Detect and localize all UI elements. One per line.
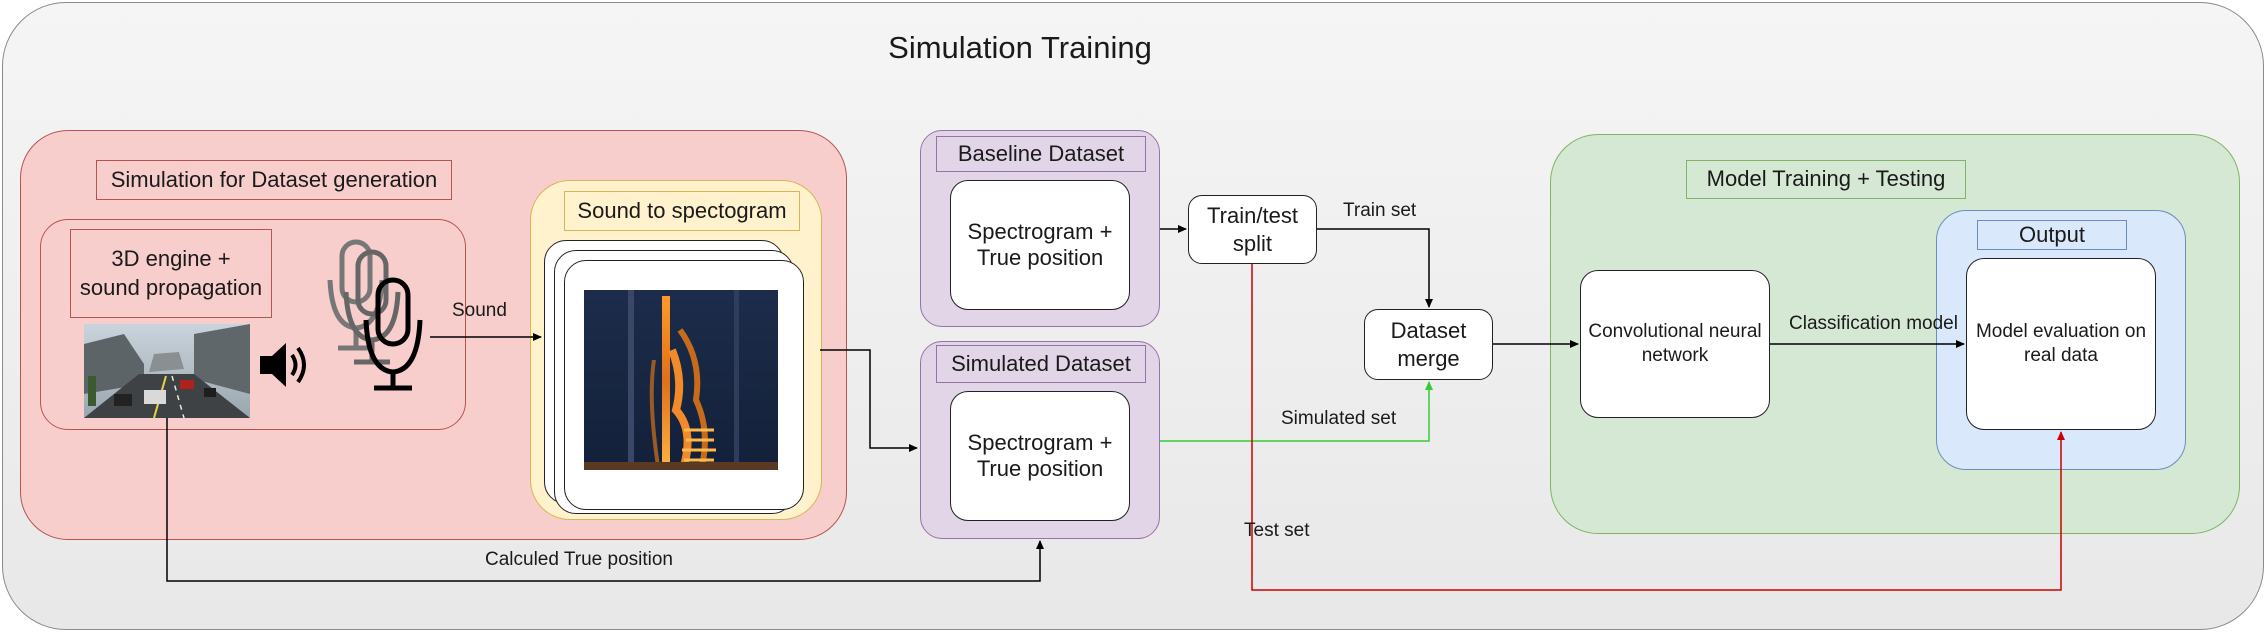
edge-simulated-set [1160, 381, 1433, 442]
edge-test-set [1251, 264, 2065, 591]
diagram-title: Simulation Training [888, 30, 1152, 65]
microphone-icon [327, 239, 423, 391]
speaker-icon [260, 343, 306, 387]
edge-spectrogram-to-simulated [820, 349, 918, 452]
cnn-node: Convolutional neural network [1580, 270, 1770, 418]
city-scene-image [84, 324, 250, 418]
simulated-set-edge-label: Simulated set [1281, 408, 1397, 429]
baseline-dataset-content: Spectrogram + True position [950, 180, 1130, 310]
edge-train-set [1317, 228, 1433, 308]
output-label: Output [1977, 220, 2127, 250]
calculed-true-position-edge-label: Calculed True position [485, 549, 673, 570]
test-set-edge-label: Test set [1244, 520, 1310, 541]
spectogram-panel-label: Sound to spectogram [564, 191, 800, 231]
dataset-merge-node: Dataset merge [1364, 309, 1493, 380]
model-evaluation-node: Model evaluation on real data [1966, 258, 2156, 430]
sound-edge-label: Sound [452, 300, 507, 321]
simulated-dataset-label: Simulated Dataset [936, 345, 1146, 383]
edge-calculed-true-position [166, 418, 1044, 582]
simulation-panel-label: Simulation for Dataset generation [96, 160, 452, 200]
model-training-label: Model Training + Testing [1686, 160, 1966, 199]
spectrogram-image [584, 290, 778, 470]
simulated-dataset-content: Spectrogram + True position [950, 391, 1130, 521]
baseline-dataset-label: Baseline Dataset [936, 136, 1146, 172]
engine-label: 3D engine + sound propagation [70, 229, 272, 318]
train-test-split-node: Train/test split [1188, 195, 1317, 264]
train-set-edge-label: Train set [1343, 200, 1417, 221]
classification-model-edge-label: Classification model [1789, 313, 1958, 334]
